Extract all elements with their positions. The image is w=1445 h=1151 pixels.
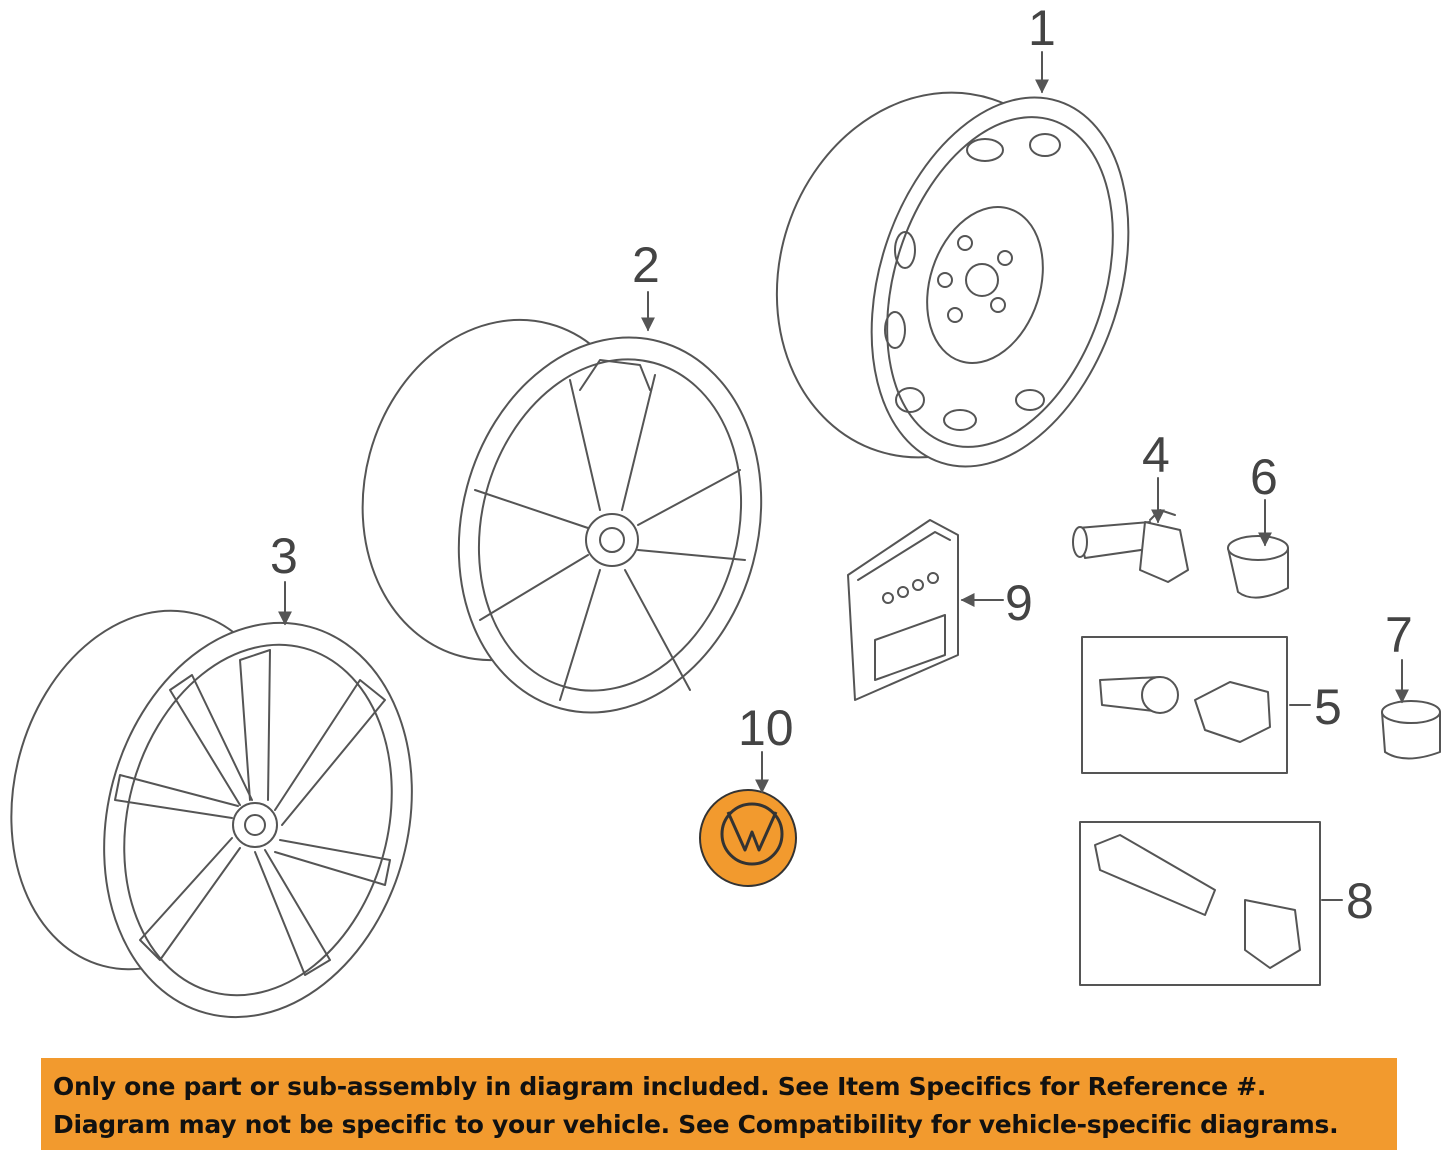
leader-arrows bbox=[278, 51, 1409, 901]
callout-6: 6 bbox=[1250, 449, 1278, 505]
locking-bolt-kit-box bbox=[1081, 636, 1288, 774]
disclaimer-line-2: Diagram may not be specific to your vehi… bbox=[53, 1110, 1339, 1139]
disclaimer-line-1: Only one part or sub-assembly in diagram… bbox=[53, 1072, 1267, 1101]
steel-wheel bbox=[775, 91, 1130, 468]
tpms-valve-box bbox=[1079, 821, 1321, 986]
callout-1: 1 bbox=[1028, 0, 1056, 56]
alloy-wheel-split-spoke bbox=[361, 318, 763, 714]
callout-7: 7 bbox=[1385, 607, 1413, 663]
callout-8: 8 bbox=[1346, 873, 1374, 929]
wheel-bolt bbox=[1072, 509, 1189, 583]
callout-10: 10 bbox=[738, 700, 794, 756]
callout-2: 2 bbox=[632, 237, 660, 293]
callout-4: 4 bbox=[1142, 427, 1170, 483]
center-cap-highlighted bbox=[699, 789, 797, 887]
callout-numbers: 1 2 3 4 5 6 7 8 9 10 bbox=[270, 0, 1413, 929]
callout-9: 9 bbox=[1005, 575, 1033, 631]
alloy-wheel-multi-spoke bbox=[10, 609, 413, 1019]
wheel-bolt-cap bbox=[1227, 535, 1289, 599]
lug-cap bbox=[1381, 700, 1441, 760]
callout-3: 3 bbox=[270, 528, 298, 584]
lock-kit-package bbox=[847, 519, 959, 701]
callout-5: 5 bbox=[1314, 679, 1342, 735]
disclaimer-banner: Only one part or sub-assembly in diagram… bbox=[41, 1058, 1397, 1150]
